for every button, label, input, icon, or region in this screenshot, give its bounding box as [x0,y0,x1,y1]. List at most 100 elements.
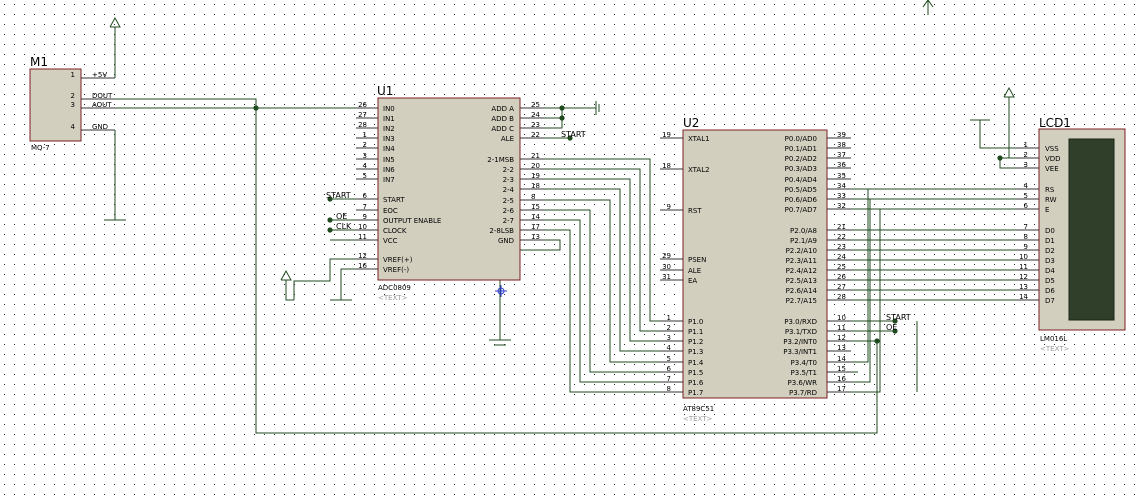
lcd-pin-name: E [1045,206,1049,214]
wire-d4 [545,188,660,352]
sensor-m1-body[interactable] [29,68,82,142]
adc-pin-number: 26 [358,101,367,109]
lcd-pin-name: RW [1045,196,1057,204]
mcu-pin-name: P1.2 [688,338,703,346]
mcu-pin-number: 29 [662,252,671,260]
mcu-pin-number: 32 [837,202,846,210]
sensor-pin-name: +5V [92,71,107,79]
adc-pin-number: 3 [363,152,367,160]
mcu-pin-name: P1.6 [688,379,704,387]
lcd-pin-number: 2 [1024,151,1028,159]
mcu-pin-name: P2.5/A13 [786,277,817,285]
lcd-pin-name: RS [1045,186,1055,194]
mcu-text-placeholder: <TEXT> [683,415,713,423]
mcu-pin-name: P0.3/AD3 [785,165,817,173]
lcd-pin-number: 5 [1024,192,1028,200]
mcu-pin-number: 15 [837,365,846,373]
wire-lcd-vdd [1000,100,1017,159]
adc-pin-name: START [383,196,405,204]
wire-d5 [545,199,660,363]
mcu-pin-number: 24 [837,253,846,261]
lcd-text-placeholder: <TEXT> [1040,345,1070,353]
mcu-pin-number: 37 [837,151,846,159]
adc-pin-name: VCC [383,237,398,245]
junction-dot [997,155,1003,161]
adc-u1-body[interactable] [377,97,521,281]
mcu-pin-name: P2.6/A14 [786,287,818,295]
adc-pin-name: IN4 [383,145,395,153]
mcu-pin-name: P3.5/T1 [791,369,817,377]
adc-pin-name: IN2 [383,125,395,133]
mcu-pin-number: 39 [837,131,846,139]
wire-vref-minus [340,268,356,300]
lcd-pin-number: 7 [1024,223,1028,231]
sensor-pin-name: AOUT [92,101,112,109]
adc-pin-name: OUTPUT ENABLE [383,217,441,225]
mcu-pin-name: P3.0/RXD [784,318,817,326]
adc-pin-name: IN5 [383,156,395,164]
adc-pin-number: 8 [531,193,535,201]
mcu-pin-name: PSEN [688,256,706,264]
lcd-pin-name: D6 [1045,287,1055,295]
mcu-pin-number: 30 [662,263,671,271]
net-label-oe: OE [336,212,347,221]
wire-d7 [545,219,660,383]
adc-pin-name: 2-1MSB [487,156,514,164]
mcu-pin-number: 36 [837,161,846,169]
net-label-oe: OE [886,323,897,332]
mcu-pin-number: 6 [667,365,672,373]
mcu-pin-name: RST [688,207,702,215]
adc-pin-number: 19 [531,172,540,180]
mcu-pin-name: P1.5 [688,369,703,377]
lcd-pin-name: VSS [1045,145,1059,153]
mcu-pin-name: P1.0 [688,318,703,326]
mcu-u2-body[interactable] [682,129,828,399]
lcd-pin-number: 3 [1024,161,1028,169]
mcu-pin-name: P3.7/RD [789,389,817,397]
wire-vref-term [285,280,294,301]
junction-dot [327,217,333,223]
wire-adc-gnd [499,239,561,340]
wire-lcd-vee [999,158,1017,169]
mcu-pin-number: 3 [667,334,671,342]
adc-pin-name: 2-6 [503,207,515,215]
junction-dot [892,318,898,324]
adc-pin-number: 9 [363,213,367,221]
mcu-pin-number: 9 [667,203,671,211]
adc-pin-name: ADD C [491,125,514,133]
sensor-part-label: MQ-7 [31,144,50,152]
wire-d1 [545,158,660,322]
net-label-start: START [561,130,586,139]
mcu-pin-number: 10 [837,314,846,322]
junction-dot [874,338,880,344]
lcd-screen [1068,138,1115,321]
wire-d2 [545,168,660,332]
junction-dot [892,328,898,334]
adc-pin-name: 2-2 [503,166,514,174]
adc-pin-number: 15 [531,203,540,211]
adc-part-label: ADC0809 [378,284,411,292]
wire-vref-plus [293,258,356,300]
wire-aout-loop [115,107,878,434]
junctions [253,105,1003,344]
mcu-pin-number: 18 [662,162,671,170]
adc-pin-number: 5 [363,172,367,180]
adc-pin-name: IN1 [383,115,395,123]
adc-ref-label: U1 [377,84,393,98]
junction-dot [327,196,333,202]
mcu-pin-number: 2 [667,324,671,332]
lcd-pin-name: D2 [1045,247,1055,255]
lcd-pin-name: VEE [1045,165,1059,173]
mcu-pin-name: P0.2/AD2 [785,155,817,163]
mcu-pin-number: 13 [837,344,846,352]
net-label-start: START [326,191,351,200]
mcu-pin-number: 1 [667,314,671,322]
wires [114,0,1017,434]
adc-pin-name: GND [498,237,514,245]
adc-pin-number: 1 [363,131,367,139]
mcu-pin-number: 26 [837,273,846,281]
lcd-pin-number: 4 [1024,182,1029,190]
